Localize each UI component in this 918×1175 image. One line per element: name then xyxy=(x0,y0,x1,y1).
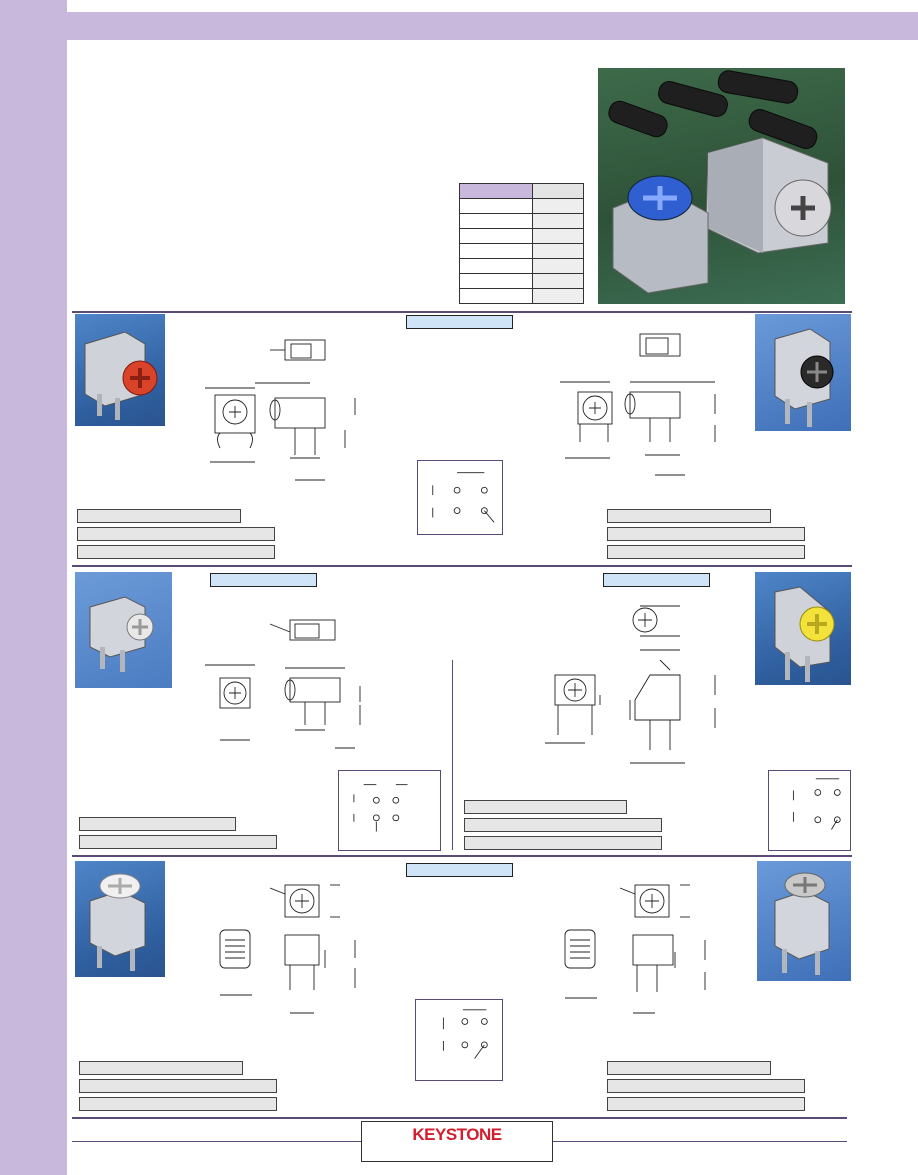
top-band xyxy=(0,12,918,40)
product-photo-right xyxy=(755,314,851,431)
footer-rule xyxy=(72,1117,847,1119)
section-divider xyxy=(72,565,852,567)
dimension-drawing-left xyxy=(195,330,365,490)
product-photo-left xyxy=(75,314,165,426)
pcb-hole-pattern xyxy=(338,770,441,851)
spec-bar xyxy=(79,1079,277,1093)
pcb-hole-pattern xyxy=(417,460,503,535)
column-divider xyxy=(452,660,453,850)
dimension-drawing-left xyxy=(195,610,365,755)
spec-bar xyxy=(607,1097,805,1111)
spec-bar xyxy=(607,509,771,523)
part-number-tag xyxy=(210,573,317,587)
pcb-hole-pattern xyxy=(768,770,851,851)
product-photo-left xyxy=(75,861,165,977)
spec-bar xyxy=(607,527,805,541)
spec-bar xyxy=(607,1079,805,1093)
dimension-drawing-right xyxy=(540,600,725,770)
dimension-drawing-left xyxy=(210,880,370,1020)
keystone-logo: KEYSTONE xyxy=(361,1121,553,1162)
spec-bar xyxy=(79,1061,243,1075)
product-photo-left xyxy=(75,572,172,688)
part-number-tag xyxy=(406,863,513,877)
product-photo-right xyxy=(755,572,851,685)
section-divider xyxy=(72,855,852,857)
spec-bar xyxy=(607,1061,771,1075)
spec-bar xyxy=(79,817,236,831)
hero-photo xyxy=(598,68,845,304)
product-photo-right xyxy=(757,861,851,981)
left-margin-band xyxy=(0,0,67,1175)
dimension-drawing-right xyxy=(555,880,720,1020)
spec-bar xyxy=(607,545,805,559)
section-divider xyxy=(72,311,852,313)
spec-bar xyxy=(79,835,277,849)
spec-table xyxy=(459,183,584,304)
spec-bar xyxy=(464,800,627,814)
spec-bar xyxy=(77,545,275,559)
spec-bar xyxy=(77,509,241,523)
part-number-tag xyxy=(406,315,513,329)
spec-bar xyxy=(79,1097,277,1111)
spec-bar xyxy=(77,527,275,541)
spec-bar xyxy=(464,818,662,832)
pcb-hole-pattern xyxy=(415,999,503,1081)
logo-text: KEYSTONE xyxy=(412,1125,502,1144)
dimension-drawing-right xyxy=(550,330,725,480)
spec-bar xyxy=(464,836,662,850)
part-number-tag xyxy=(603,573,710,587)
